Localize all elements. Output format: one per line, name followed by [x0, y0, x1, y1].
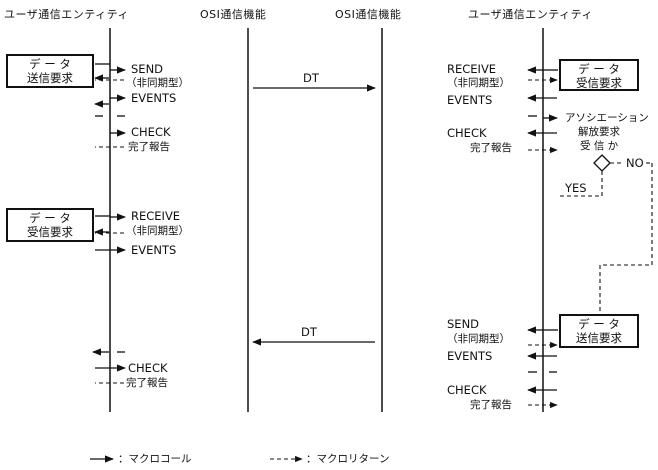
right-receive-request-box: デ ー タ 受信要求 — [559, 59, 639, 91]
header-osi-right: OSI通信機能 — [335, 8, 402, 21]
yes-label: YES — [565, 181, 587, 195]
left-async1-label: （非同期型） — [126, 77, 189, 89]
right-events1-label: EVENTS — [447, 93, 493, 107]
left-check2-label: CHECK — [128, 361, 168, 375]
right-send-request-line1: デ ー タ — [578, 317, 620, 331]
right-check2-label: CHECK — [447, 383, 487, 397]
left-receive-request-line1: デ ー タ — [29, 211, 71, 225]
left-send-label: SEND — [131, 62, 164, 76]
left-send-request-box: デ ー タ 送信要求 — [6, 54, 94, 88]
left-check1-label: CHECK — [131, 125, 171, 139]
left-send-request-line2: 送信要求 — [27, 71, 73, 85]
yes-branch — [560, 171, 603, 197]
left-receive-request-box: デ ー タ 受信要求 — [6, 208, 94, 242]
right-assoc-line3: 受 信 か — [580, 140, 619, 152]
left-events2-label: EVENTS — [131, 243, 177, 257]
left-receive-label: RECEIVE — [131, 209, 181, 223]
no-branch-loop — [599, 163, 653, 312]
right-send-request-line2: 送信要求 — [576, 331, 622, 345]
header-user-right: ユーザ通信エンティティ — [468, 8, 593, 21]
dt-label-2: DT — [301, 325, 317, 339]
left-receive-request-line2: 受信要求 — [27, 225, 73, 239]
right-assoc-line1: アソシエーション — [565, 112, 649, 124]
right-check1-label: CHECK — [447, 126, 487, 140]
right-events2-label: EVENTS — [447, 349, 493, 363]
right-done1-label: 完了報告 — [470, 142, 512, 154]
header-osi-left: OSI通信機能 — [200, 8, 267, 21]
right-done2-label: 完了報告 — [470, 399, 512, 411]
left-async2-label: （非同期型） — [126, 225, 189, 237]
right-send-label: SEND — [447, 317, 480, 331]
right-async1-label: （非同期型） — [447, 77, 510, 89]
right-receive-request-line2: 受信要求 — [576, 76, 622, 90]
decision-diamond — [593, 154, 611, 172]
no-label: NO — [626, 156, 644, 170]
right-send-request-box: デ ー タ 送信要求 — [559, 314, 639, 348]
header-user-left: ユーザ通信エンティティ — [4, 8, 129, 21]
left-events1-label: EVENTS — [131, 91, 177, 105]
dt-label-1: DT — [303, 71, 319, 85]
left-done1-label: 完了報告 — [128, 141, 170, 153]
right-receive-request-line1: デ ー タ — [578, 62, 620, 76]
left-done2-label: 完了報告 — [126, 377, 168, 389]
left-send-request-line1: デ ー タ — [29, 57, 71, 71]
legend-return-label: ：マクロリターン — [306, 453, 390, 465]
right-async2-label: （非同期型） — [447, 333, 510, 345]
legend-call-label: ：マクロコール — [118, 453, 192, 465]
right-assoc-line2: 解放要求 — [578, 126, 620, 138]
right-receive-label: RECEIVE — [447, 62, 497, 76]
